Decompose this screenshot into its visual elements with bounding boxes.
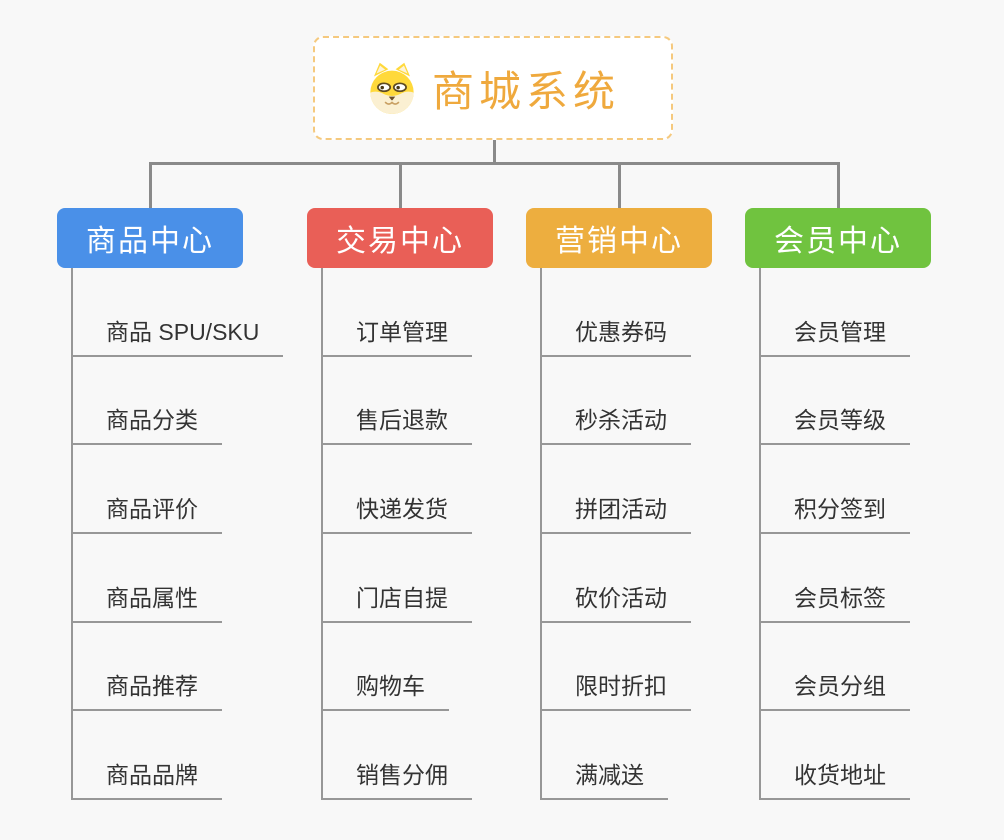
dog-icon (366, 60, 418, 116)
connector-drop-1 (398, 162, 402, 208)
child-node[interactable]: 订单管理 (323, 268, 472, 357)
child-node[interactable]: 限时折扣 (542, 623, 691, 712)
child-node[interactable]: 快递发货 (323, 445, 472, 535)
connector-drop-2 (617, 162, 621, 208)
child-node[interactable]: 砍价活动 (542, 534, 691, 623)
connector-horizontal (148, 162, 840, 165)
branch-box-3[interactable]: 会员中心 (745, 208, 931, 268)
child-node[interactable]: 会员分组 (761, 623, 910, 712)
child-column-3: 会员管理会员等级积分签到会员标签会员分组收货地址 (759, 268, 910, 801)
child-node[interactable]: 会员管理 (761, 268, 910, 357)
child-node[interactable]: 商品评价 (73, 445, 222, 535)
child-node[interactable]: 会员等级 (761, 357, 910, 446)
child-column-1: 订单管理售后退款快递发货门店自提购物车销售分佣 (321, 268, 472, 801)
child-node[interactable]: 满减送 (542, 711, 668, 801)
root-node[interactable]: 商城系统 (313, 36, 673, 140)
child-node[interactable]: 商品推荐 (73, 623, 222, 712)
child-node[interactable]: 优惠券码 (542, 268, 691, 357)
child-node[interactable]: 售后退款 (323, 357, 472, 446)
child-node[interactable]: 秒杀活动 (542, 357, 691, 446)
child-node[interactable]: 收货地址 (761, 711, 910, 801)
child-node[interactable]: 门店自提 (323, 534, 472, 623)
connector-drop-3 (836, 162, 840, 208)
connector-root-stub (492, 140, 496, 165)
child-node[interactable]: 会员标签 (761, 534, 910, 623)
child-column-2: 优惠券码秒杀活动拼团活动砍价活动限时折扣满减送 (540, 268, 691, 801)
connector-drop-0 (148, 162, 152, 208)
child-node[interactable]: 积分签到 (761, 445, 910, 535)
child-node[interactable]: 商品 SPU/SKU (73, 268, 284, 357)
child-node[interactable]: 商品品牌 (73, 711, 222, 801)
child-node[interactable]: 拼团活动 (542, 445, 691, 535)
branch-box-0[interactable]: 商品中心 (57, 208, 243, 268)
branch-box-1[interactable]: 交易中心 (307, 208, 493, 268)
child-node[interactable]: 商品属性 (73, 534, 222, 623)
root-title: 商城系统 (431, 67, 620, 115)
child-node[interactable]: 购物车 (323, 623, 449, 712)
branch-box-2[interactable]: 营销中心 (526, 208, 712, 268)
child-node[interactable]: 销售分佣 (323, 711, 472, 801)
child-node[interactable]: 商品分类 (73, 357, 222, 446)
